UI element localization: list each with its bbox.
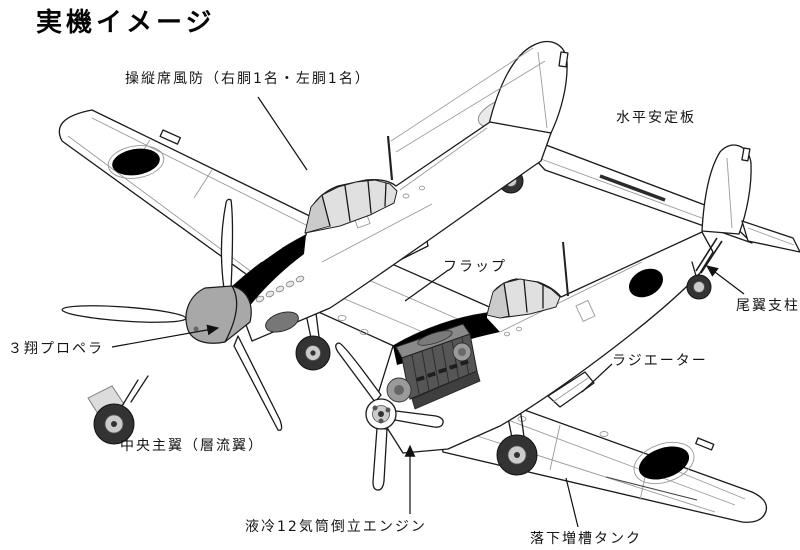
tail-strut-arrow xyxy=(706,265,745,295)
left-wing-hinomaru xyxy=(112,148,160,176)
left-wing-hinomaru-ring xyxy=(107,145,165,179)
far-propeller xyxy=(335,342,444,491)
canopy-leader xyxy=(257,96,308,171)
near-fuselage xyxy=(61,121,552,431)
near-antiglare-panel xyxy=(231,235,306,318)
radiator-leader xyxy=(581,363,613,393)
right-wing-hinomaru xyxy=(638,446,690,480)
leader-lines xyxy=(111,96,745,528)
gear-door xyxy=(87,385,125,418)
far-fuselage xyxy=(335,231,714,491)
label-center-wing: 中央主翼（層流翼） xyxy=(120,438,264,454)
left-wing-tab xyxy=(159,129,182,145)
aerial-wires xyxy=(390,47,546,153)
propeller-arrow xyxy=(111,324,220,348)
label-tail-strut: 尾翼支柱 xyxy=(736,298,800,314)
spinner xyxy=(185,285,252,344)
far-canopy xyxy=(486,278,561,319)
near-propeller xyxy=(61,198,283,431)
right-vertical-fin xyxy=(701,144,752,235)
port-main-gear xyxy=(87,375,149,445)
label-propeller: ３翔プロペラ xyxy=(8,341,104,357)
pitot-line xyxy=(605,476,698,501)
label-radiator: ラジエーター xyxy=(612,353,708,369)
far-fuselage-hinomaru xyxy=(628,268,664,298)
chin-intake xyxy=(265,311,299,333)
far-antenna-mast xyxy=(562,241,569,297)
label-flap: フラップ xyxy=(443,259,507,275)
left-vertical-fin xyxy=(488,41,568,134)
near-antenna-mast xyxy=(386,135,394,181)
exhaust-stubs xyxy=(255,275,305,303)
wing-leading-edge-tab xyxy=(695,437,715,451)
tail-strut xyxy=(695,237,723,274)
far-tail-gear xyxy=(686,237,723,300)
left-wing xyxy=(58,109,323,291)
label-cockpit-canopy: 操縦席風防（右胴1名・左胴1名） xyxy=(125,71,371,87)
near-main-gear xyxy=(295,312,331,371)
engine-block xyxy=(386,323,481,410)
page-title: 実機イメージ xyxy=(36,8,216,38)
right-wing-hinomaru-ring xyxy=(633,441,695,485)
label-engine: 液冷12気筒倒立エンジン xyxy=(245,519,427,535)
flap-leader xyxy=(404,270,448,302)
antiglare-highlight xyxy=(258,244,282,262)
label-drop-tank: 落下増槽タンク xyxy=(530,531,642,547)
label-horizontal-stabilizer: 水平安定板 xyxy=(616,110,696,126)
radiator-scoop xyxy=(547,371,595,408)
drop-tank-leader xyxy=(565,477,579,528)
right-fin-tab xyxy=(741,147,751,162)
left-fin-tab xyxy=(558,51,569,68)
near-canopy xyxy=(304,179,398,234)
